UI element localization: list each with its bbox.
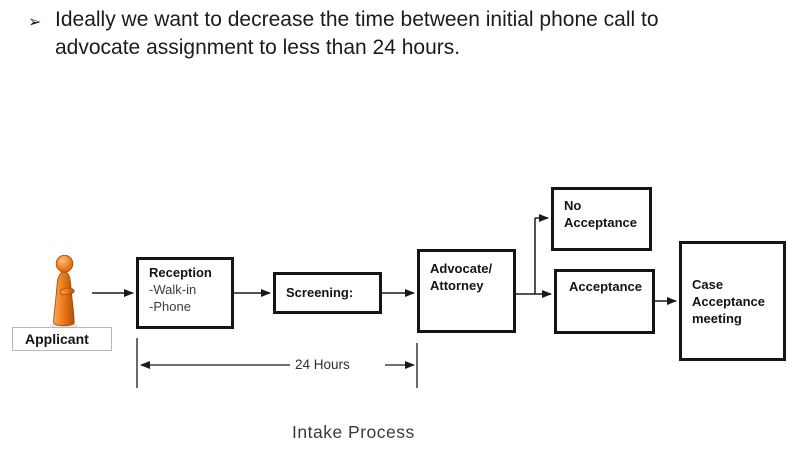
bullet-text-line-1: Ideally we want to decrease the time bet… (55, 8, 659, 31)
flow-box-no-acceptance: No Acceptance (551, 187, 652, 251)
box-no-acceptance-line-2: Acceptance (564, 215, 637, 230)
box-case-meeting-line-2: Acceptance (692, 293, 765, 309)
box-reception-item-walkin: -Walk-in (149, 282, 197, 297)
box-no-acceptance-line-1: No (564, 198, 582, 213)
applicant-person-icon (46, 254, 82, 328)
box-advocate-line-2: Attorney (430, 278, 484, 293)
box-case-meeting-line-3: meeting (692, 310, 742, 326)
diagram-caption: Intake Process (292, 422, 415, 442)
dimension-label-24-hours: 24 Hours (295, 357, 350, 372)
box-reception-title: Reception (149, 265, 212, 280)
applicant-label: Applicant (12, 327, 112, 351)
flow-box-advocate-attorney: Advocate/ Attorney (417, 249, 516, 333)
box-advocate-line-1: Advocate/ (430, 261, 493, 276)
box-reception-item-phone: -Phone (149, 299, 191, 314)
flow-box-acceptance: Acceptance (554, 269, 655, 334)
box-acceptance-title: Acceptance (569, 279, 642, 294)
bullet-arrow-icon: ➢ (28, 14, 42, 31)
flow-box-case-acceptance-meeting: Case Acceptance meeting (679, 241, 786, 361)
flow-box-reception: Reception -Walk-in -Phone (136, 257, 234, 329)
box-screening-title: Screening: (286, 285, 354, 300)
bullet-text-line-2: advocate assignment to less than 24 hour… (55, 36, 461, 59)
bullet-text: Ideally we want to decrease the time bet… (55, 6, 785, 62)
flow-box-screening: Screening: (273, 272, 382, 314)
box-case-meeting-line-1: Case (692, 276, 724, 292)
